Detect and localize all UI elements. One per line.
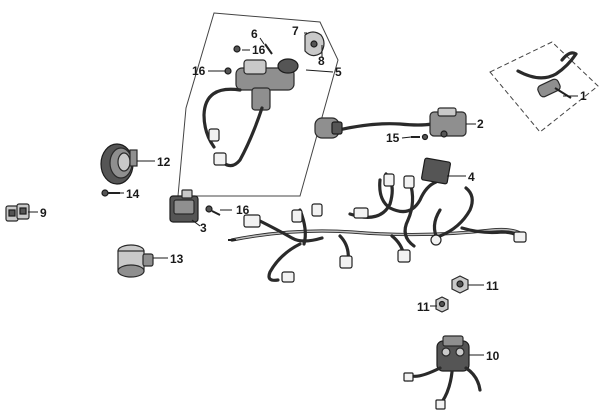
callout-8: 8 xyxy=(318,54,325,68)
part-4-wire-harness xyxy=(228,157,527,283)
part-9-connector xyxy=(5,203,30,222)
callout-16-left: 16 xyxy=(192,64,206,78)
part-11-nut-lower xyxy=(435,296,449,313)
callout-1: 1 xyxy=(580,89,587,103)
callout-10: 10 xyxy=(486,349,500,363)
callout-6: 6 xyxy=(251,27,258,41)
ignition-switch-assembly xyxy=(177,12,339,197)
callout-labels: 1 2 3 4 5 6 7 8 9 10 11 11 12 13 14 15 1… xyxy=(40,24,587,363)
callout-4: 4 xyxy=(468,170,475,184)
part-12-horn xyxy=(100,143,138,185)
callout-11-lower: 11 xyxy=(417,300,430,314)
part-10-starter-relay xyxy=(403,335,482,410)
ignition-group-frame xyxy=(177,12,339,197)
part-1-frame xyxy=(489,41,599,133)
part-15-screw xyxy=(411,133,429,141)
part-13-flasher xyxy=(117,244,154,278)
callout-7: 7 xyxy=(292,24,299,38)
callout-12: 12 xyxy=(157,155,171,169)
part-2-ignition-coil xyxy=(314,107,467,139)
callout-16-lower: 16 xyxy=(236,203,250,217)
callout-2: 2 xyxy=(477,117,484,131)
part-11-nut-upper xyxy=(451,275,469,294)
callout-16-top: 16 xyxy=(252,43,266,57)
part-14-bolt xyxy=(101,189,120,197)
part-1-fuse-cable xyxy=(489,41,599,133)
callout-11-upper: 11 xyxy=(486,279,499,293)
callout-15: 15 xyxy=(386,131,400,145)
part-16-screw-lower xyxy=(205,205,221,216)
callout-13: 13 xyxy=(170,252,184,266)
callout-3: 3 xyxy=(200,221,207,235)
callout-9: 9 xyxy=(40,206,47,220)
part-3-relay xyxy=(169,189,199,223)
callout-5: 5 xyxy=(335,65,342,79)
callout-14: 14 xyxy=(126,187,140,201)
leader-lines xyxy=(28,32,578,356)
